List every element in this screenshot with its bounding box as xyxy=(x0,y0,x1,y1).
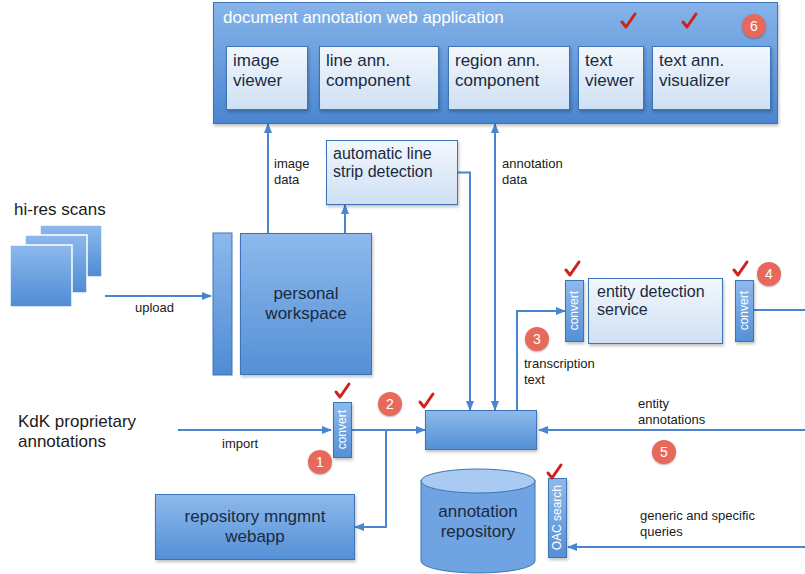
converter-box: convert xyxy=(333,402,352,458)
arrow-label: upload xyxy=(135,300,195,316)
converter-box: convert xyxy=(735,280,754,342)
connector xyxy=(352,430,386,527)
component-box: image viewer xyxy=(226,46,308,110)
node-label: image viewer xyxy=(233,51,301,90)
converter-box: convert xyxy=(565,280,584,342)
connector xyxy=(494,124,496,410)
callout-number: 5 xyxy=(652,440,676,464)
component-box: region ann. component xyxy=(448,46,570,110)
connector xyxy=(267,124,269,233)
connector xyxy=(344,205,346,233)
component-box: text viewer xyxy=(578,46,644,110)
callout-number: 2 xyxy=(378,392,402,416)
connector xyxy=(458,173,470,411)
workspace-box: personal workspace xyxy=(240,233,372,375)
process-box: automatic line strip detection xyxy=(326,140,458,205)
callout-number: 6 xyxy=(742,14,766,38)
scan-pages xyxy=(10,225,102,307)
query-label: generic and specific queries xyxy=(640,508,780,539)
component-box: text ann. visualizer xyxy=(652,46,771,110)
arrow-label: import xyxy=(222,436,282,452)
vertical-label: convert xyxy=(336,410,350,449)
arrow-label: entity annotations xyxy=(638,396,738,427)
node-label: line ann. component xyxy=(326,51,432,90)
scan-label: hi-res scans xyxy=(14,200,124,220)
edge-label: image data xyxy=(272,156,326,187)
vertical-label: convert xyxy=(738,291,752,330)
node-label: text ann. visualizer xyxy=(659,51,764,90)
callout-number: 4 xyxy=(757,262,781,286)
node-label: automatic line strip detection xyxy=(333,145,451,182)
component-box: line ann. component xyxy=(319,46,439,110)
node-label: document annotation web application xyxy=(223,8,768,28)
search-box: OAC search xyxy=(548,478,567,558)
callout-number: 1 xyxy=(308,450,332,474)
webapp-box: repository mngmnt webapp xyxy=(155,494,355,560)
source-label: KdK proprietary annotations xyxy=(18,412,178,453)
repository-cylinder: annotation repository xyxy=(420,468,536,574)
node-label: repository mngmnt webapp xyxy=(162,507,348,546)
vertical-label: OAC search xyxy=(551,485,565,550)
edge-label: annotation data xyxy=(500,156,564,187)
node-label: region ann. component xyxy=(455,51,563,90)
edge-label: transcription text xyxy=(522,356,606,387)
node-label: personal workspace xyxy=(247,284,365,323)
hub-box xyxy=(425,410,537,450)
upload-slot xyxy=(213,233,232,375)
callout-number: 3 xyxy=(525,327,549,351)
vertical-label: convert xyxy=(568,291,582,330)
node-label: text viewer xyxy=(585,51,637,90)
node-label: entity detection service xyxy=(597,283,714,320)
node-label: annotation repository xyxy=(424,502,532,541)
service-box: entity detection service xyxy=(588,278,723,344)
application-frame: document annotation web application image… xyxy=(213,2,778,124)
